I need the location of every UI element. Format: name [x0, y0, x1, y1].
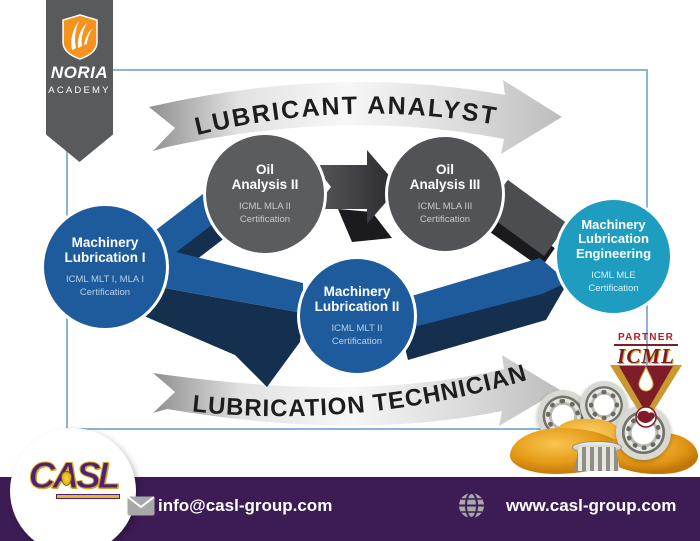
casl-underline: [56, 494, 120, 499]
connector-ml1-to-ml2: [144, 247, 303, 387]
connector-oa3-to-mle: [481, 179, 568, 268]
cert-line: Certification: [588, 282, 639, 294]
cert-line: ICML MLT II: [331, 323, 383, 335]
cert-line: Certification: [419, 213, 471, 225]
node-certification: ICML MLA III Certification: [418, 201, 473, 226]
cert-line: ICML MLA III: [417, 201, 473, 213]
cert-line: Certification: [79, 286, 131, 298]
noria-shield-flame-icon: [61, 14, 98, 60]
partner-label: PARTNER: [618, 332, 674, 343]
title-line: Engineering: [575, 245, 652, 261]
icml-drop-globe-icon: [610, 365, 682, 428]
title-line: Analysis II: [231, 177, 299, 193]
title-line: Oil: [255, 162, 274, 178]
noria-academy-badge: NORIA ACADEMY: [46, 0, 113, 162]
title-line: Machinery: [71, 235, 139, 251]
node-title: Machinery Lubrication Engineering: [575, 216, 652, 262]
icml-wordmark: ICML: [617, 344, 675, 368]
partner-rule: [614, 344, 678, 346]
cert-line: ICML MLA II: [239, 201, 291, 213]
bearing-cage: [588, 389, 620, 421]
node-oil-analysis-3: Oil Analysis III ICML MLA III Certificat…: [388, 137, 502, 251]
node-machinery-lubrication-2: Machinery Lubrication II ICML MLT II Cer…: [300, 259, 414, 373]
title-line: Analysis III: [409, 177, 481, 193]
oil-drop-icon: [61, 471, 72, 486]
node-title: Machinery Lubrication I: [65, 235, 146, 265]
node-certification: ICML MLT I, MLA I Certification: [66, 274, 144, 299]
academy-wordmark: ACADEMY: [48, 85, 111, 96]
title-line: Lubrication I: [64, 250, 146, 266]
envelope-icon: [127, 496, 155, 516]
email-address: info@casl-group.com: [158, 496, 333, 515]
title-line: Machinery: [323, 284, 391, 300]
cert-line: Certification: [331, 335, 383, 347]
globe-icon: [459, 492, 484, 519]
casl-logo: CASL: [10, 428, 136, 541]
noria-wordmark: NORIA: [50, 63, 109, 82]
node-certification: ICML MLA II Certification: [239, 201, 291, 226]
node-machinery-lubrication-engineering: Machinery Lubrication Engineering ICML M…: [557, 200, 670, 313]
node-title: Machinery Lubrication II: [315, 284, 400, 314]
node-title: Oil Analysis II: [232, 162, 299, 192]
website-url: www.casl-group.com: [506, 496, 677, 515]
connector-ml2-to-mle: [398, 258, 568, 360]
node-oil-analysis-2: Oil Analysis II ICML MLA II Certificatio…: [206, 135, 324, 253]
cert-line: ICML MLE: [591, 270, 636, 282]
casl-wordmark: CASL: [28, 455, 121, 497]
lubrication-technician-arrow: [153, 355, 560, 426]
title-line: Lubrication II: [314, 299, 400, 315]
title-line: Machinery: [581, 216, 646, 232]
connector-oa2-to-oa3: [314, 150, 399, 242]
node-machinery-lubrication-1: Machinery Lubrication I ICML MLT I, MLA …: [44, 206, 166, 328]
cert-line: ICML MLT I, MLA I: [66, 274, 144, 286]
lubricant-analyst-arrow: [149, 80, 562, 154]
title-line: Lubrication: [578, 231, 649, 247]
icml-partner-badge: PARTNER ICML: [600, 333, 692, 433]
node-certification: ICML MLE Certification: [588, 270, 638, 295]
node-title: Oil Analysis III: [410, 162, 481, 192]
cert-line: Certification: [239, 213, 291, 225]
node-certification: ICML MLT II Certification: [331, 323, 382, 348]
tapered-roller-bearing: [574, 447, 620, 471]
title-line: Oil: [435, 162, 454, 178]
